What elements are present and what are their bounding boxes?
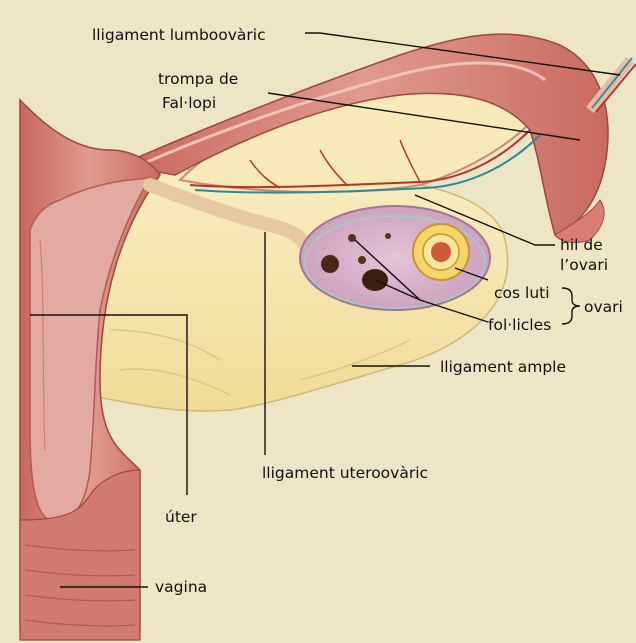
leader-hil [414, 194, 555, 246]
label-hil-1: hil de [560, 236, 603, 254]
ovary [299, 205, 491, 311]
label-hil-2: l’ovari [560, 256, 608, 274]
bracket-ovari [561, 287, 581, 325]
labels: lligament lumboovàric trompa de Fal·lopi… [92, 26, 623, 596]
label-uteroovaric: lligament uteroovàric [262, 464, 428, 482]
leader-cos-luti [454, 267, 489, 281]
corpus-luteum [412, 223, 470, 281]
utero-ovarian-ligament [143, 178, 312, 252]
label-foliculs: fol·licles [488, 316, 551, 334]
label-cos-luti: cos luti [494, 284, 550, 302]
label-trompa-2: Fal·lopi [162, 94, 216, 112]
leader-uter [30, 314, 188, 495]
leader-foliculs [354, 239, 489, 323]
fallopian-tube [117, 33, 609, 243]
label-trompa-1: trompa de [158, 70, 238, 88]
leader-lines [30, 32, 621, 588]
label-uter: úter [165, 508, 197, 526]
vagina [19, 469, 141, 641]
suspensory-ligament-vessel [586, 56, 636, 114]
label-ample: lligament ample [440, 358, 566, 376]
leader-lumbo [305, 32, 621, 76]
label-lumbo: lligament lumboovàric [92, 26, 266, 44]
leader-trompa [267, 92, 581, 141]
ovarian-vessels [189, 129, 541, 194]
label-ovari: ovari [584, 298, 623, 316]
label-vagina: vagina [155, 578, 207, 596]
